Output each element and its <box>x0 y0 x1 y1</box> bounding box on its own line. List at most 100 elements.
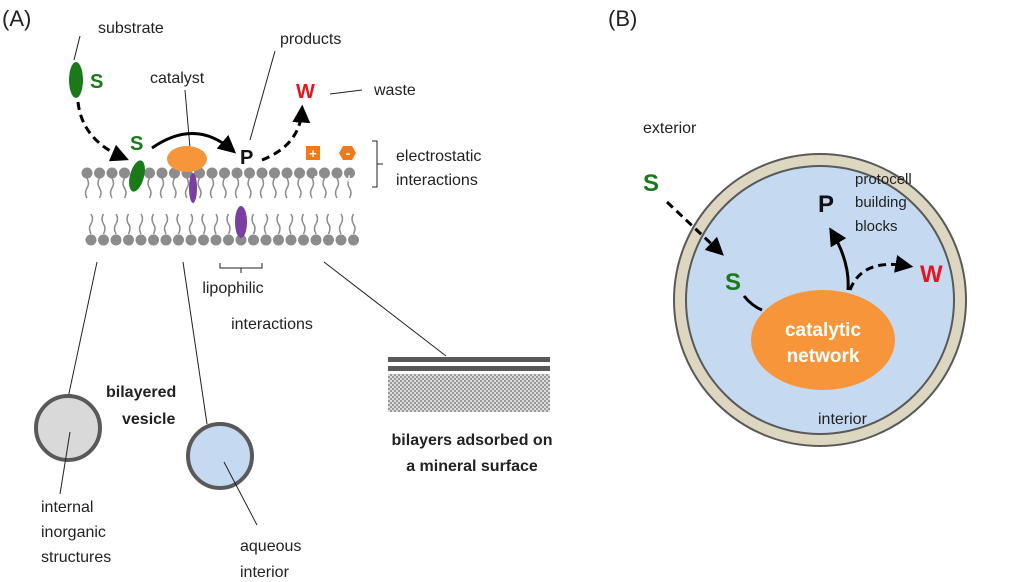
substrate-leader-line <box>73 35 81 61</box>
protocell-label-line1: protocell <box>855 171 912 188</box>
lipid-tail-bottom <box>226 213 231 235</box>
lipid-tail-top <box>234 177 240 199</box>
bilayers-mineral-label-line1: bilayers adsorbed on <box>392 432 553 449</box>
mineral-leader-line <box>323 261 447 357</box>
lipid-tail-top <box>347 177 352 199</box>
lipid-head-top <box>244 167 255 179</box>
catalyst-leader-line <box>184 89 191 149</box>
substrate-entry-arrow <box>76 101 129 162</box>
lipid-tail-bottom <box>338 213 344 235</box>
lipid-tail-bottom <box>213 213 219 235</box>
internal-inorganic-label-line2: inorganic <box>41 524 106 541</box>
negative-charge-hexagon <box>339 146 356 160</box>
lipophilic-label-line1: lipophilic <box>202 280 263 297</box>
lipid-tail-top <box>309 177 315 199</box>
lipid-tail-top <box>122 177 127 199</box>
lipid-head-bottom <box>123 234 134 246</box>
waste-release-arrow <box>848 254 914 291</box>
lipid-head-top <box>319 167 330 179</box>
lipid-head-top <box>219 167 230 179</box>
lipid-head-bottom <box>85 234 97 246</box>
lipid-tail-bottom <box>301 213 306 235</box>
bilayered-vesicle-label-line2: vesicle <box>122 411 175 428</box>
lipid-tail-bottom <box>288 213 294 235</box>
protocell-label-line3: blocks <box>855 218 898 235</box>
product-release-arrow <box>829 227 850 291</box>
substrate-symbol-free: S <box>90 71 103 93</box>
positive-headgroup-sign: + <box>345 171 353 186</box>
lipid-tail-bottom <box>88 213 94 235</box>
lipid-head-bottom <box>185 234 197 246</box>
lipid-head-bottom <box>135 234 147 246</box>
catalyst-anchor <box>189 173 197 203</box>
substrate-molecule-free <box>69 62 83 98</box>
lipid-head-bottom <box>160 234 172 246</box>
products-leader-line <box>249 50 276 141</box>
lipophilic-bracket <box>219 263 263 273</box>
negative-headgroup-sign: - <box>314 168 318 183</box>
lipid-tail-top <box>222 177 227 199</box>
lipid-tail-top <box>209 177 215 199</box>
lipid-head-bottom <box>98 234 109 246</box>
lipid-head-top <box>144 167 155 179</box>
electrostatic-label-line1: electrostatic <box>396 148 481 165</box>
lipid-head-top <box>331 167 343 179</box>
lipid-head-bottom <box>285 234 297 246</box>
catalytic-network-label-line1: catalytic <box>785 320 861 341</box>
lipid-head-bottom <box>235 234 247 246</box>
lipid-tail-top <box>84 177 90 199</box>
lipid-tail-top <box>259 177 265 199</box>
lipid-head-bottom <box>148 234 159 246</box>
internal-inorganic-label-line3: structures <box>41 549 111 566</box>
lipid-tail-top <box>109 177 115 199</box>
lipid-head-bottom <box>273 234 284 246</box>
protocell-substrate-inside: S <box>725 269 741 296</box>
catalyst-label: catalyst <box>150 70 205 87</box>
negative-charge-hexagon-sign: - <box>346 145 351 161</box>
exterior-label: exterior <box>643 120 697 137</box>
lipid-head-top <box>281 167 293 179</box>
aqueous-inner-leader-line <box>223 461 258 526</box>
lipid-tail-top <box>247 177 252 199</box>
lipid-tail-bottom <box>351 213 356 235</box>
substrate-to-network-link <box>742 295 763 312</box>
lipid-head-top <box>269 167 280 179</box>
catalytic-network-label-line2: network <box>787 346 860 367</box>
lipid-tail-top <box>272 177 277 199</box>
lipid-head-top <box>156 167 168 179</box>
substrate-molecule-membrane <box>129 160 145 192</box>
lipid-head-top <box>119 167 130 179</box>
electrostatic-label-line2: interactions <box>396 172 478 189</box>
lipid-head-top <box>344 167 355 179</box>
lipid-head-top <box>256 167 268 179</box>
lipid-tail-top <box>97 177 102 199</box>
lipid-tail-bottom <box>113 213 119 235</box>
lipid-head-top <box>106 167 118 179</box>
substrate-symbol-membrane: S <box>130 133 143 155</box>
reaction-arrow <box>151 132 237 154</box>
lipid-tail-top <box>147 177 152 199</box>
lipid-head-bottom <box>260 234 272 246</box>
catalyst-enzyme <box>167 146 207 172</box>
lipophilic-anchor <box>235 206 247 238</box>
inorganic-leader-line <box>59 431 71 495</box>
lipid-head-bottom <box>298 234 309 246</box>
lipid-tail-bottom <box>138 213 144 235</box>
lipid-head-bottom <box>223 234 234 246</box>
lipid-tail-bottom <box>151 213 156 235</box>
lipid-head-top <box>94 167 105 179</box>
panel-b-label: (B) <box>608 6 637 31</box>
positive-charge-square-sign: + <box>309 146 317 161</box>
mineral-surface <box>388 374 550 412</box>
bilayers-mineral-label-line2: a mineral surface <box>406 458 538 475</box>
lipid-tail-top <box>197 177 202 199</box>
catalytic-network <box>751 290 895 390</box>
lipid-tail-top <box>334 177 340 199</box>
lipid-tail-top <box>159 177 165 199</box>
bilayered-vesicle-label-line1: bilayered <box>106 384 176 401</box>
lipid-tail-bottom <box>176 213 181 235</box>
vesicle-leader-line <box>67 261 98 399</box>
internal-inorganic-label-line1: internal <box>41 499 93 516</box>
waste-exit-arrow <box>261 104 311 162</box>
